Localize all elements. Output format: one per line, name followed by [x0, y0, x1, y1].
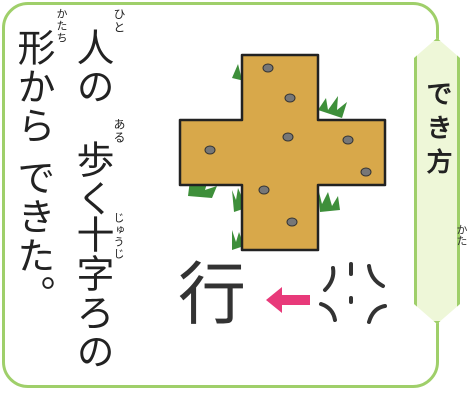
text-column-4: できた。	[11, 158, 55, 314]
explanation-card	[2, 2, 439, 388]
ruby-juuji: じゅうじ	[112, 212, 125, 260]
side-tab-label: でき方	[422, 80, 452, 182]
text-hito-no: 人の	[70, 28, 114, 106]
text-katachi-kara: 形から	[11, 28, 55, 145]
text-column-2: 形から	[11, 28, 55, 145]
text-column-5: 十字ろの	[70, 215, 114, 371]
text-dekita: できた。	[11, 158, 55, 314]
cross-road	[178, 53, 387, 252]
text-juujiro-no: 十字ろの	[70, 215, 114, 371]
side-tab-ruby: かた	[455, 224, 468, 246]
pebbles	[204, 63, 372, 227]
left-arrow-icon	[266, 287, 310, 313]
side-tab-dekikata	[414, 38, 460, 324]
ruby-katachi: かたち	[55, 8, 68, 44]
text-column-1: 人の	[70, 28, 114, 106]
crossroads-illustration	[178, 53, 387, 252]
text-aruku: 歩く	[70, 140, 114, 218]
modern-kanji-iku: 行	[178, 256, 247, 335]
ruby-hito: ひと	[112, 8, 126, 34]
crossroads-glyph-icon	[319, 262, 387, 324]
ruby-aru: ある	[112, 118, 126, 144]
text-column-3: 歩く	[70, 140, 114, 218]
